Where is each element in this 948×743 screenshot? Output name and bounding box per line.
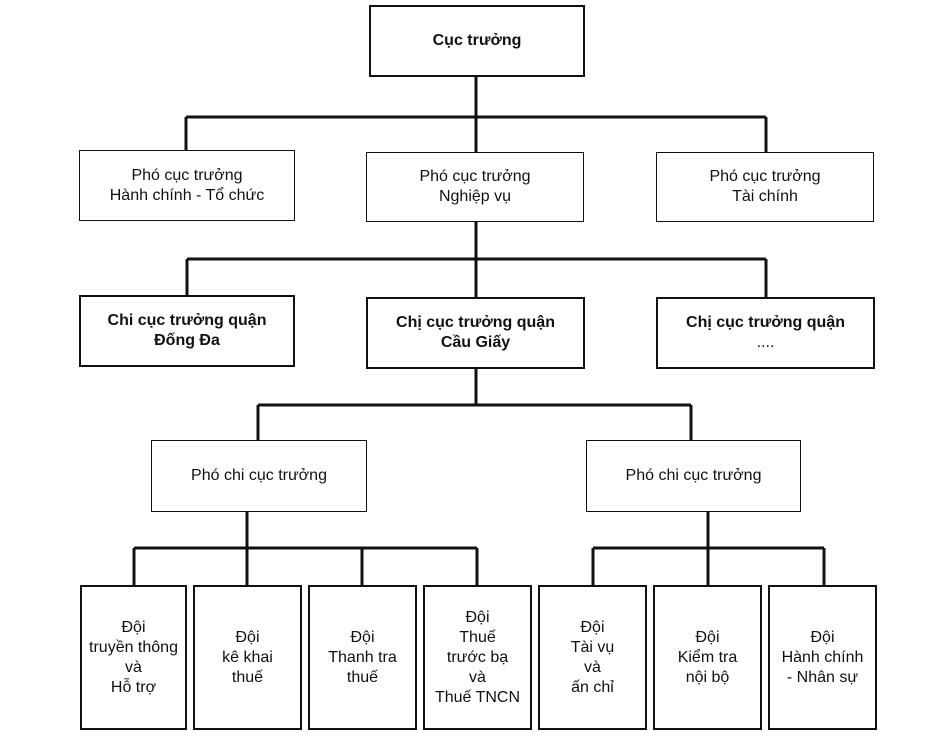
- node-team-registration-line-3: trước bạ: [446, 648, 509, 666]
- node-vice-branch-left: Phó chi cục trưởng: [151, 440, 367, 512]
- node-director-line-1: Cục trưởng: [432, 32, 522, 49]
- node-team-comm-line-4: Hỗ trợ: [110, 678, 157, 696]
- node-vice-branch-right: Phó chi cục trưởng: [586, 440, 801, 512]
- node-team-registration-line-4: và: [469, 668, 486, 686]
- node-team-registration-line-1: Đội: [465, 608, 490, 626]
- node-team-comm-line-1: Đội: [121, 618, 146, 636]
- node-branch-dongda-line-2: Đống Đa: [154, 332, 220, 349]
- node-branch-other-line-1: Chị cục trưởng quận: [686, 314, 845, 331]
- node-team-finance: Đội Tài vụ và ấn chỉ: [538, 585, 647, 730]
- node-branch-other: Chị cục trưởng quận ....: [656, 297, 875, 369]
- node-branch-caugiay-line-2: Cầu Giấy: [440, 334, 511, 351]
- node-deputy-admin: Phó cục trưởng Hành chính - Tổ chức: [79, 150, 295, 221]
- node-deputy-finance: Phó cục trưởng Tài chính: [656, 152, 874, 222]
- node-team-finance-line-4: ấn chỉ: [571, 678, 614, 696]
- node-team-finance-line-2: Tài vụ: [570, 638, 615, 656]
- node-team-registration: Đội Thuế trước bạ và Thuế TNCN: [423, 585, 532, 730]
- node-team-inspect-line-3: thuế: [346, 668, 379, 686]
- node-deputy-finance-line-1: Phó cục trưởng: [709, 168, 821, 185]
- node-team-registration-line-2: Thuế: [459, 628, 496, 646]
- node-team-inspect-line-2: Thanh tra: [328, 648, 397, 666]
- node-team-comm: Đội truyền thông và Hỗ trợ: [80, 585, 187, 730]
- node-team-registration-line-5: Thuế TNCN: [434, 688, 521, 706]
- node-team-finance-line-1: Đội: [580, 618, 605, 636]
- node-deputy-admin-line-1: Phó cục trưởng: [131, 166, 243, 184]
- node-team-declare-line-2: kê khai: [222, 648, 273, 666]
- node-team-comm-line-2: truyền thông: [89, 638, 178, 656]
- node-deputy-ops: Phó cục trưởng Nghiệp vụ: [366, 152, 584, 222]
- node-team-hr-line-3: - Nhân sự: [786, 668, 859, 686]
- node-team-hr-line-1: Đội: [810, 628, 835, 646]
- node-team-comm-line-3: và: [125, 658, 142, 676]
- node-branch-other-line-2: ....: [756, 334, 775, 351]
- node-deputy-admin-line-2: Hành chính - Tổ chức: [109, 186, 265, 204]
- node-team-audit-line-2: Kiểm tra: [677, 648, 738, 666]
- node-team-audit: Đội Kiểm tra nội bộ: [653, 585, 762, 730]
- node-team-inspect: Đội Thanh tra thuế: [308, 585, 417, 730]
- node-team-finance-line-3: và: [584, 658, 601, 676]
- node-team-declare: Đội kê khai thuế: [193, 585, 302, 730]
- node-team-inspect-line-1: Đội: [350, 628, 375, 646]
- node-deputy-ops-line-2: Nghiệp vụ: [438, 188, 512, 205]
- node-branch-caugiay-line-1: Chị cục trưởng quận: [396, 314, 555, 331]
- node-team-declare-line-3: thuế: [231, 668, 264, 686]
- node-team-audit-line-1: Đội: [695, 628, 720, 646]
- node-team-declare-line-1: Đội: [235, 628, 260, 646]
- node-deputy-finance-line-2: Tài chính: [732, 188, 798, 205]
- node-vice-branch-left-line-1: Phó chi cục trưởng: [191, 467, 327, 484]
- node-vice-branch-right-line-1: Phó chi cục trưởng: [625, 467, 762, 484]
- node-team-hr: Đội Hành chính - Nhân sự: [768, 585, 877, 730]
- node-deputy-ops-line-1: Phó cục trưởng: [419, 168, 531, 185]
- node-branch-dongda-line-1: Chi cục trưởng quận: [107, 312, 267, 329]
- node-team-audit-line-3: nội bộ: [685, 668, 730, 686]
- node-director: Cục trưởng: [369, 5, 585, 77]
- node-branch-dongda: Chi cục trưởng quận Đống Đa: [79, 295, 295, 367]
- node-team-hr-line-2: Hành chính: [781, 648, 864, 666]
- node-branch-caugiay: Chị cục trưởng quận Cầu Giấy: [366, 297, 585, 369]
